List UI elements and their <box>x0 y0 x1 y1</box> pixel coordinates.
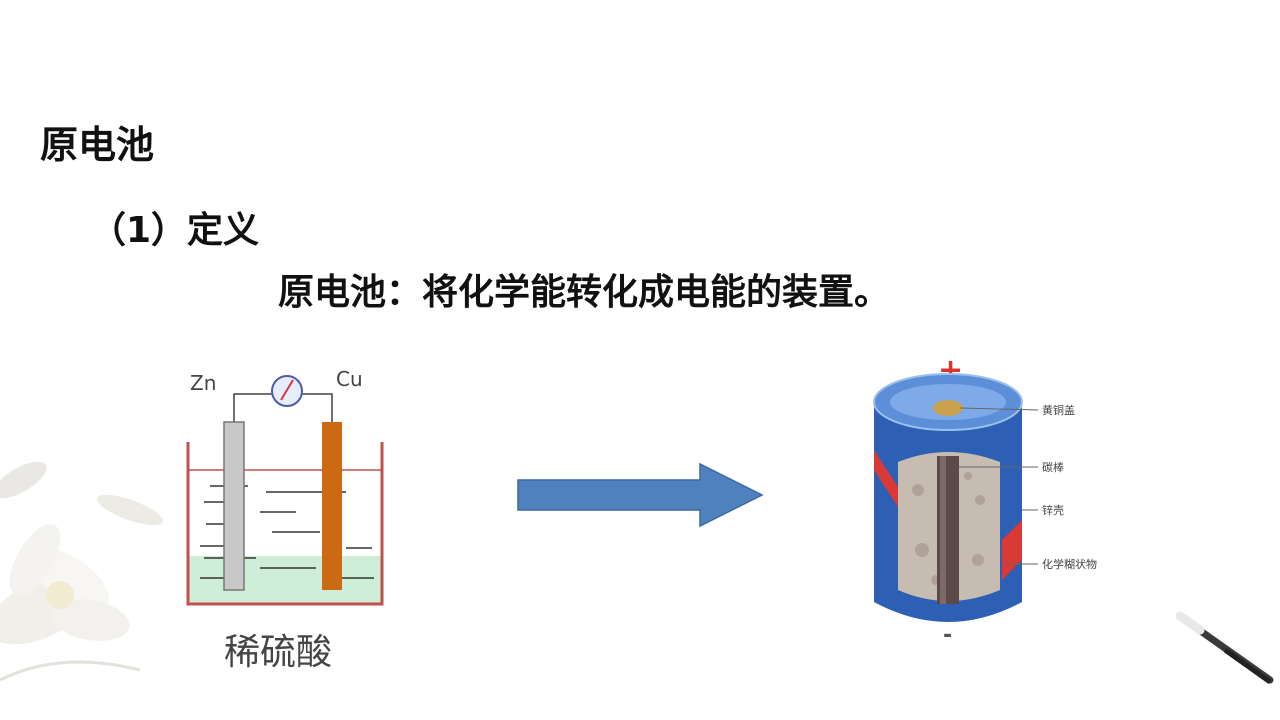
copper-electrode <box>322 422 342 590</box>
zinc-electrode <box>223 421 245 591</box>
flower-decoration <box>0 461 164 682</box>
negative-sign: - <box>943 623 952 648</box>
battery-label-shell: 锌壳 <box>1042 503 1064 517</box>
battery-label-paste: 化学糊状物 <box>1042 557 1097 571</box>
battery-label-cap: 黄铜盖 <box>1042 403 1075 417</box>
right-arrow-icon <box>517 462 764 528</box>
electrolyte-label: 稀硫酸 <box>224 632 332 673</box>
cu-label: Cu <box>336 367 363 391</box>
zn-label: Zn <box>190 371 216 395</box>
page-title: 原电池 <box>40 123 155 167</box>
definition-text: 原电池：将化学能转化成电能的装置。 <box>278 272 891 313</box>
section-subtitle: （1）定义 <box>90 210 260 251</box>
galvanic-cell-diagram: Zn Cu 稀硫酸 <box>176 346 398 700</box>
battery-label-rod: 碳棒 <box>1042 460 1064 474</box>
dry-cell-battery-diagram: + - 黄铜盖 碳棒 锌壳 化学糊状物 <box>873 353 1097 648</box>
brush-decoration <box>1175 611 1274 685</box>
